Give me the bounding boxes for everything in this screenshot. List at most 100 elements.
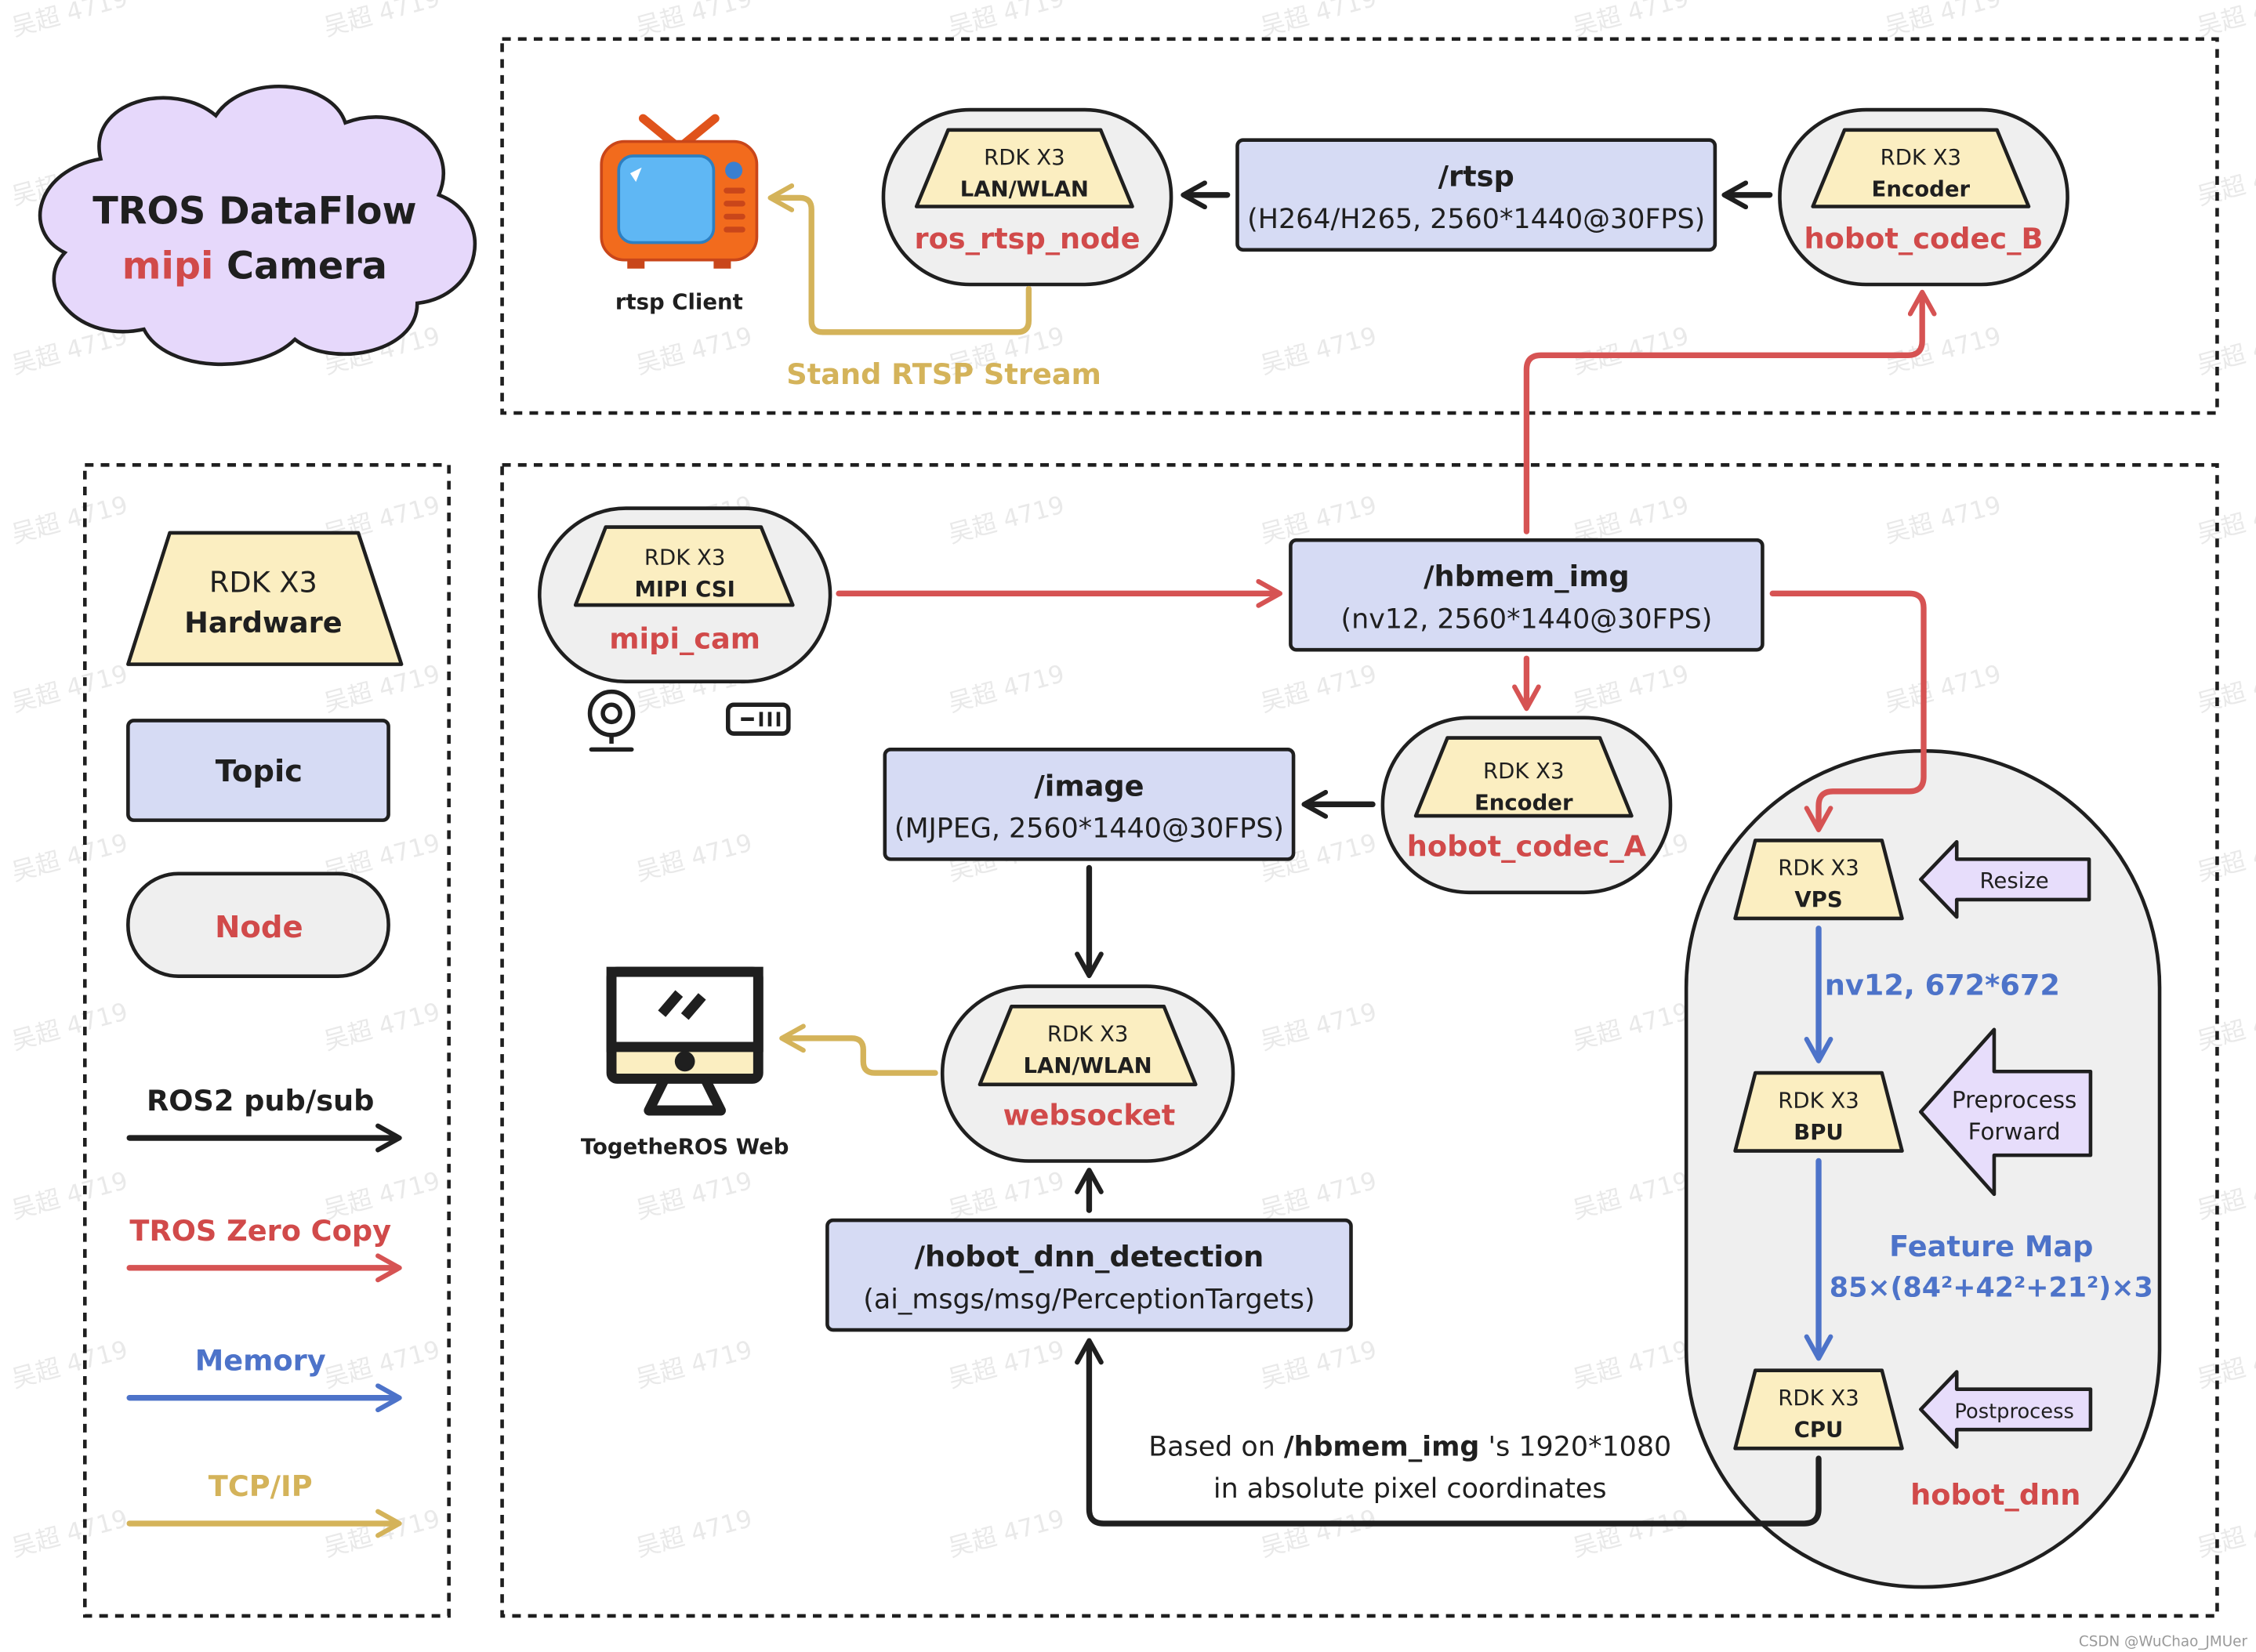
watermark-text: 吴超 4719 bbox=[9, 998, 131, 1056]
watermark-text: 吴超 4719 bbox=[945, 1335, 1068, 1393]
watermark-text: 吴超 4719 bbox=[2194, 1505, 2256, 1563]
title-cloud: TROS DataFlow mipi Camera bbox=[38, 85, 477, 367]
topic-image-detail: (MJPEG, 2560*1440@30FPS) bbox=[894, 813, 1284, 845]
bpu-shape bbox=[1733, 1071, 1904, 1153]
watermark-text: 吴超 4719 bbox=[2194, 322, 2256, 380]
cpu-shape bbox=[1733, 1368, 1904, 1451]
topic-rtsp-name: /rtsp bbox=[1438, 160, 1514, 194]
codec-b-hw2: Encoder bbox=[1872, 176, 1971, 202]
cpu-hw2: CPU bbox=[1794, 1416, 1844, 1442]
watermark-text: 吴超 4719 bbox=[945, 491, 1068, 549]
watermark-text: 吴超 4719 bbox=[945, 1505, 1068, 1563]
watermark-text: 吴超 4719 bbox=[1570, 1505, 1692, 1563]
monitor-icon bbox=[606, 966, 763, 1116]
watermark-text: 吴超 4719 bbox=[1257, 322, 1380, 380]
watermark-text: 吴超 4719 bbox=[633, 1335, 756, 1393]
watermark-text: 吴超 4719 bbox=[1882, 660, 2004, 718]
legend-hardware-shape bbox=[126, 531, 404, 666]
cloud-shape bbox=[38, 85, 477, 367]
topic-hbmem-detail: (nv12, 2560*1440@30FPS) bbox=[1340, 603, 1712, 635]
topic-hbmem: /hbmem_img (nv12, 2560*1440@30FPS) bbox=[1289, 538, 1765, 652]
watermark-text: 吴超 4719 bbox=[2194, 491, 2256, 549]
web-client-label: TogetheROS Web bbox=[581, 1133, 789, 1159]
ros-rtsp-node-hw1: RDK X3 bbox=[984, 144, 1065, 170]
watermark-text: 吴超 4719 bbox=[1570, 322, 1692, 380]
bpu-hw2: BPU bbox=[1794, 1119, 1844, 1145]
websocket-hw2: LAN/WLAN bbox=[1024, 1052, 1152, 1078]
websocket-node: RDK X3 LAN/WLAN websocket bbox=[940, 984, 1235, 1163]
resize-arrow bbox=[1919, 839, 2091, 919]
based-on-post: 's 1920*1080 bbox=[1479, 1431, 1671, 1462]
topic-rtsp-detail: (H264/H265, 2560*1440@30FPS) bbox=[1247, 204, 1705, 235]
main-frame bbox=[500, 463, 2219, 1618]
camera-icon bbox=[587, 689, 636, 752]
websocket-name: websocket bbox=[1003, 1098, 1176, 1132]
websocket-hw1: RDK X3 bbox=[1047, 1021, 1128, 1047]
credit: CSDN @WuChao_JMUer bbox=[2079, 1634, 2248, 1650]
tv-icon bbox=[600, 114, 759, 269]
ros-rtsp-node-name: ros_rtsp_node bbox=[914, 222, 1140, 255]
top-frame bbox=[500, 37, 2219, 415]
resize-label: Resize bbox=[1980, 868, 2049, 893]
arrow-hbmem-to-codecb bbox=[1523, 289, 1937, 534]
based-on-bold: /hbmem_img bbox=[1284, 1431, 1480, 1462]
topic-detection-name: /hobot_dnn_detection bbox=[915, 1240, 1264, 1273]
sensor-board-icon bbox=[725, 702, 791, 736]
codec-a-name: hobot_codec_A bbox=[1407, 830, 1647, 864]
watermark-text: 吴超 4719 bbox=[9, 1505, 131, 1563]
watermark-text: 吴超 4719 bbox=[1257, 1505, 1380, 1563]
watermark-text: 吴超 4719 bbox=[1257, 1335, 1380, 1393]
legend-topic-box bbox=[126, 719, 390, 822]
watermark-text: 吴超 4719 bbox=[2194, 998, 2256, 1056]
watermark-text: 吴超 4719 bbox=[1257, 660, 1380, 718]
preprocess-arrow bbox=[1919, 1027, 2093, 1197]
feature-map-dims: 85×(84²+42²+21²)×3 bbox=[1830, 1273, 2153, 1304]
watermark-text: 吴超 4719 bbox=[945, 0, 1068, 42]
preprocess-label-2: Forward bbox=[1968, 1118, 2061, 1145]
hobot-dnn-node: RDK X3 VPS RDK X3 BPU RDK X3 CPU Resize … bbox=[1684, 748, 2162, 1589]
legend-hardware-line1: RDK X3 bbox=[209, 565, 317, 599]
watermark-text: 吴超 4719 bbox=[321, 998, 443, 1056]
watermark-text: 吴超 4719 bbox=[2194, 1167, 2256, 1225]
arrow-hbmem-to-vps bbox=[1769, 590, 1927, 832]
legend-hardware-line2: Hardware bbox=[184, 606, 342, 639]
watermark-text: 吴超 4719 bbox=[1257, 998, 1380, 1056]
codec-a-node: RDK X3 Encoder hobot_codec_A bbox=[1380, 716, 1673, 895]
vps-shape bbox=[1733, 839, 1904, 921]
arrow-websocket-to-web bbox=[779, 1023, 938, 1076]
rtsp-client-label: rtsp Client bbox=[615, 288, 743, 314]
legend-frame bbox=[82, 463, 451, 1618]
watermark-text: 吴超 4719 bbox=[1257, 1167, 1380, 1225]
topic-hbmem-name: /hbmem_img bbox=[1424, 560, 1630, 593]
watermark-text: 吴超 4719 bbox=[321, 1505, 443, 1563]
legend-memory-label: Memory bbox=[195, 1344, 326, 1378]
arrow-stand-rtsp bbox=[767, 183, 1032, 335]
watermark-text: 吴超 4719 bbox=[2194, 0, 2256, 42]
watermark-text: 吴超 4719 bbox=[945, 1167, 1068, 1225]
postprocess-label: Postprocess bbox=[1954, 1400, 2073, 1423]
watermark-text: 吴超 4719 bbox=[633, 1505, 756, 1563]
watermark-text: 吴超 4719 bbox=[1882, 491, 2004, 549]
postprocess-arrow bbox=[1919, 1370, 2093, 1449]
watermark-text: 吴超 4719 bbox=[1570, 998, 1692, 1056]
watermark-text: 吴超 4719 bbox=[9, 829, 131, 887]
watermark-text: 吴超 4719 bbox=[9, 1335, 131, 1393]
watermark-text: 吴超 4719 bbox=[2194, 153, 2256, 211]
mipi-cam-hw1: RDK X3 bbox=[644, 544, 725, 570]
watermark-text: 吴超 4719 bbox=[321, 1335, 443, 1393]
mipi-cam-name: mipi_cam bbox=[609, 621, 760, 655]
watermark-text: 吴超 4719 bbox=[2194, 1335, 2256, 1393]
watermark-text: 吴超 4719 bbox=[9, 491, 131, 549]
stand-rtsp-label: Stand RTSP Stream bbox=[786, 357, 1101, 391]
codec-b-name: hobot_codec_B bbox=[1804, 222, 2044, 255]
cpu-hw1: RDK X3 bbox=[1778, 1385, 1859, 1411]
codec-b-hw1: RDK X3 bbox=[1881, 144, 1961, 170]
topic-image-name: /image bbox=[1034, 769, 1144, 802]
hobot-dnn-name: hobot_dnn bbox=[1910, 1478, 2080, 1512]
title-rest: Camera bbox=[227, 245, 387, 288]
watermark-text: 吴超 4719 bbox=[633, 829, 756, 887]
ros-rtsp-node: RDK X3 LAN/WLAN ros_rtsp_node bbox=[881, 107, 1173, 287]
legend-node-label: Node bbox=[215, 910, 303, 945]
codec-a-hw2: Encoder bbox=[1474, 790, 1573, 816]
